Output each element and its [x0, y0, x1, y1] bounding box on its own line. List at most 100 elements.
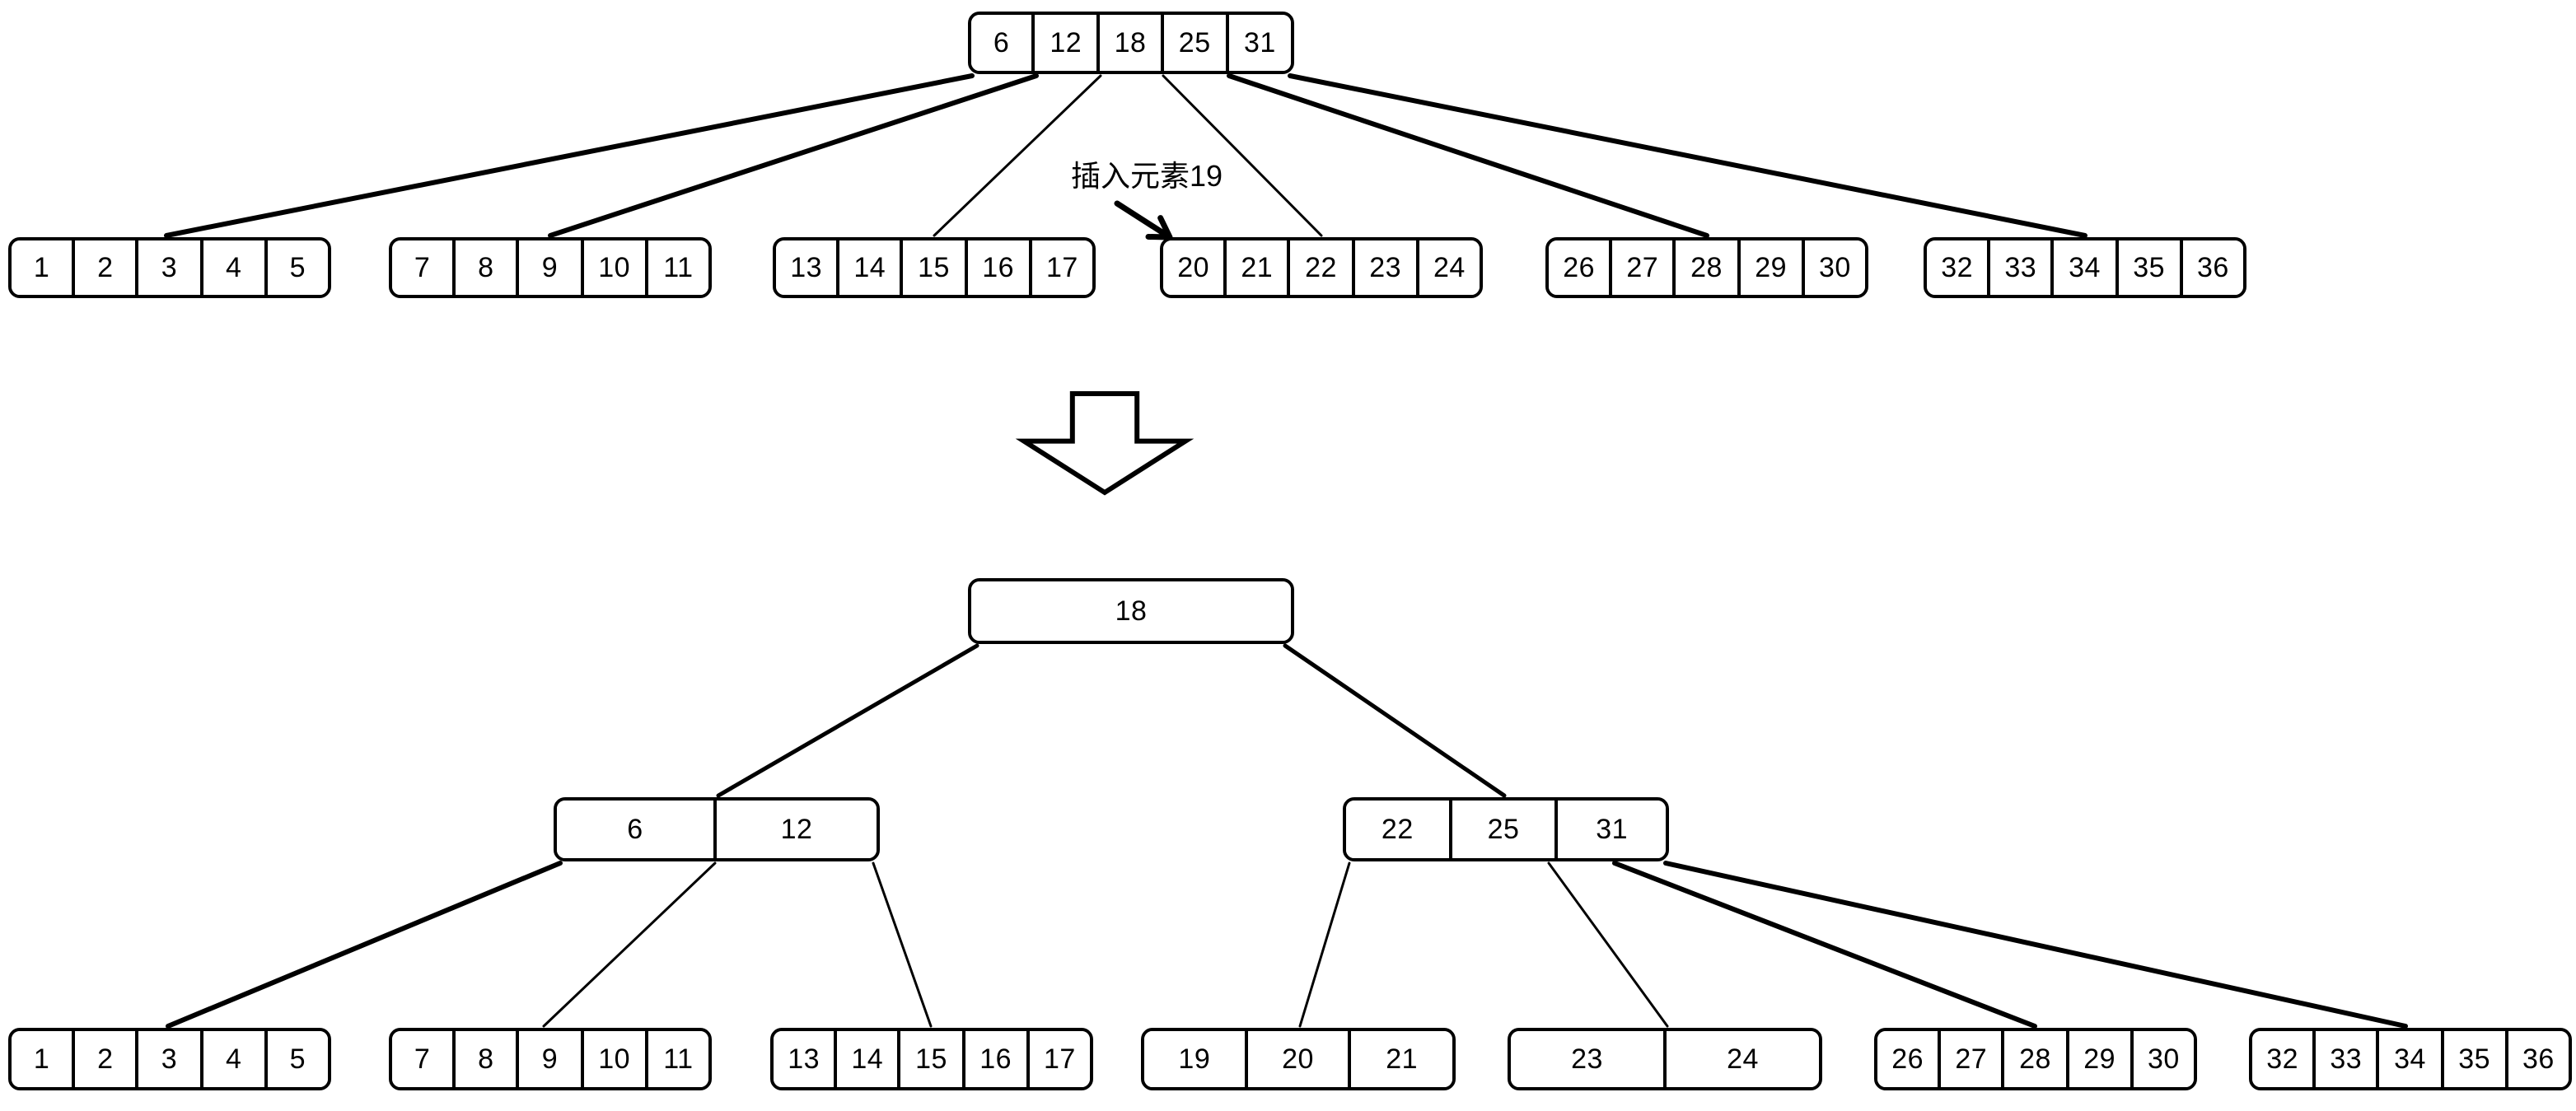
tree-edge [1547, 861, 1669, 1028]
leaf-cell[interactable]: 29 [1740, 240, 1805, 295]
leaf-cell[interactable]: 8 [456, 240, 520, 295]
leaf-cell[interactable]: 30 [1804, 240, 1865, 295]
leaf-cell[interactable]: 36 [2182, 240, 2243, 295]
leaf-cell[interactable]: 32 [1927, 240, 1991, 295]
leaf-cell[interactable]: 27 [1941, 1031, 2005, 1087]
tree-edge [933, 74, 1102, 237]
root-cell[interactable]: 31 [1228, 15, 1291, 71]
after-root[interactable]: 18 [968, 578, 1294, 644]
root-cell[interactable]: 12 [1035, 15, 1101, 71]
leaf-cell[interactable]: 13 [776, 240, 840, 295]
leaf-cell[interactable]: 3 [138, 1031, 203, 1087]
after-tree-edges [166, 643, 2408, 1029]
leaf-cell[interactable]: 28 [1676, 240, 1741, 295]
leaf-cell[interactable]: 2 [75, 1031, 139, 1087]
root-cell[interactable]: 25 [1163, 15, 1229, 71]
leaf-cell[interactable]: 34 [2054, 240, 2119, 295]
leaf-cell[interactable]: 14 [839, 240, 904, 295]
leaf-cell[interactable]: 11 [648, 240, 708, 295]
leaf-cell[interactable]: 23 [1511, 1031, 1667, 1087]
leaf-cell[interactable]: 13 [774, 1031, 838, 1087]
leaf-cell[interactable]: 26 [1877, 1031, 1942, 1087]
leaf-cell[interactable]: 1 [12, 1031, 76, 1087]
leaf-cell[interactable]: 7 [392, 1031, 456, 1087]
leaf-cell[interactable]: 3 [138, 240, 203, 295]
leaf-cell[interactable]: 32 [2252, 1031, 2317, 1087]
down-arrow-icon [1015, 391, 1194, 496]
leaf-cell[interactable]: 10 [583, 240, 648, 295]
leaf-cell[interactable]: 4 [203, 240, 268, 295]
leaf-cell[interactable]: 17 [1031, 240, 1092, 295]
leaf-cell[interactable]: 35 [2118, 240, 2183, 295]
leaf-cell[interactable]: 24 [1667, 1031, 1819, 1087]
leaf-cell[interactable]: 28 [2004, 1031, 2069, 1087]
tree-edge [872, 861, 933, 1028]
leaf-cell[interactable]: 33 [2316, 1031, 2380, 1087]
leaf-cell[interactable]: 11 [648, 1031, 708, 1087]
leaf-cell[interactable]: 36 [2508, 1031, 2569, 1087]
leaf-cell[interactable]: 9 [519, 240, 584, 295]
root-cell[interactable]: 6 [971, 15, 1036, 71]
leaf-cell[interactable]: 35 [2443, 1031, 2508, 1087]
leaf-cell[interactable]: 24 [1419, 240, 1480, 295]
leaf-cell[interactable]: 10 [583, 1031, 648, 1087]
leaf-cell[interactable]: 20 [1247, 1031, 1352, 1087]
leaf-cell[interactable]: 4 [203, 1031, 268, 1087]
leaf-cell[interactable]: 27 [1612, 240, 1676, 295]
leaf-cell[interactable]: 29 [2069, 1031, 2134, 1087]
internal-cell[interactable]: 6 [557, 801, 718, 858]
leaf-cell[interactable]: 8 [456, 1031, 520, 1087]
leaf-cell[interactable]: 15 [903, 240, 968, 295]
tree-edge [716, 643, 979, 798]
leaf-cell[interactable]: 1 [12, 240, 76, 295]
leaf-cell[interactable]: 14 [837, 1031, 901, 1087]
leaf-cell[interactable]: 16 [967, 240, 1032, 295]
leaf-cell[interactable]: 9 [519, 1031, 584, 1087]
insert-element-annotation: 插入元素19 [1071, 159, 1223, 193]
tree-edge [542, 861, 717, 1028]
leaf-cell[interactable]: 15 [900, 1031, 965, 1087]
leaf-cell[interactable]: 21 [1351, 1031, 1452, 1087]
insert-pointer-arrow [1114, 200, 1173, 240]
leaf-cell[interactable]: 5 [267, 240, 328, 295]
internal-cell[interactable]: 25 [1452, 801, 1559, 858]
leaf-cell[interactable]: 21 [1227, 240, 1291, 295]
leaf-cell[interactable]: 34 [2379, 1031, 2444, 1087]
leaf-cell[interactable]: 33 [1990, 240, 2055, 295]
leaf-cell[interactable]: 16 [965, 1031, 1030, 1087]
leaf-cell[interactable]: 19 [1144, 1031, 1248, 1087]
leaf-cell[interactable]: 22 [1290, 240, 1355, 295]
leaf-cell[interactable]: 17 [1029, 1031, 1090, 1087]
root-cell[interactable]: 18 [971, 581, 1291, 641]
internal-cell[interactable]: 22 [1346, 801, 1452, 858]
internal-cell[interactable]: 31 [1558, 801, 1666, 858]
root-cell[interactable]: 18 [1100, 15, 1164, 71]
leaf-cell[interactable]: 5 [267, 1031, 328, 1087]
leaf-cell[interactable]: 20 [1163, 240, 1227, 295]
leaf-cell[interactable]: 7 [392, 240, 456, 295]
leaf-cell[interactable]: 23 [1354, 240, 1419, 295]
tree-edge [1298, 861, 1351, 1028]
leaf-cell[interactable]: 26 [1549, 240, 1613, 295]
internal-cell[interactable]: 12 [717, 801, 877, 858]
leaf-cell[interactable]: 2 [75, 240, 139, 295]
leaf-cell[interactable]: 30 [2133, 1031, 2194, 1087]
